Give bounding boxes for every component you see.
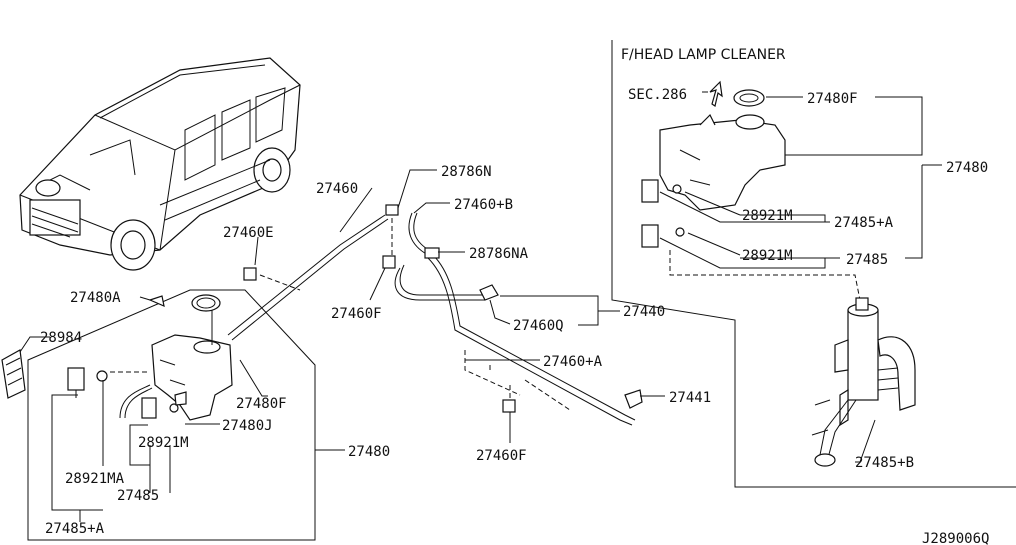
clip-27480j: [174, 391, 187, 406]
nozzle-27441: [624, 389, 643, 409]
label-27480a: 27480A: [70, 290, 121, 306]
label-27480f-left: 27480F: [236, 396, 287, 412]
label-28786na: 28786NA: [469, 246, 529, 262]
label-27460b: 27460+B: [454, 197, 513, 213]
label-28786n: 28786N: [441, 164, 492, 180]
label-sec286: SEC.286: [628, 87, 687, 103]
label-28921ma: 28921MA: [65, 471, 125, 487]
label-27485b: 27485+B: [855, 455, 914, 471]
washer-tank-right: [641, 89, 786, 248]
label-27440: 27440: [623, 304, 665, 320]
headlamp-cleaner-frame: [611, 40, 1016, 488]
label-28921m-r1: 28921M: [742, 208, 793, 224]
label-28984: 28984: [40, 330, 82, 346]
clip-27460f-lower: [502, 399, 516, 413]
label-27480-right: 27480: [946, 160, 988, 176]
label-27480j: 27480J: [222, 418, 273, 434]
label-27460q: 27460Q: [513, 318, 564, 334]
label-28921m-r2: 28921M: [742, 248, 793, 264]
label-27460a: 27460+A: [543, 354, 603, 370]
label-27480f-right: 27480F: [807, 91, 858, 107]
diagram-id: J289006Q: [922, 531, 989, 545]
label-27460f-bot: 27460F: [476, 448, 527, 464]
pump-assembly-27485b: [811, 297, 916, 467]
nozzle-27440: [479, 284, 499, 301]
label-27485-left: 27485: [117, 488, 159, 504]
part-28984: [1, 349, 26, 399]
connector-28786n: [385, 204, 399, 216]
label-27485-right: 27485: [846, 252, 888, 268]
hose-routing: [227, 212, 636, 426]
label-27460f-mid: 27460F: [331, 306, 382, 322]
label-27441: 27441: [669, 390, 711, 406]
label-27485a-right: 27485+A: [834, 215, 894, 231]
leader-lines: [19, 91, 942, 522]
label-27480-left: 27480: [348, 444, 390, 460]
connector-28786na: [424, 247, 440, 259]
clip-27480a: [148, 295, 165, 308]
clip-27460e: [243, 267, 257, 281]
label-27485a-left: 27485+A: [45, 521, 105, 537]
sec-arrow-icon: [709, 80, 723, 107]
clip-27460f: [382, 255, 396, 269]
reservoir-frame: [27, 289, 316, 541]
section-title: F/HEAD LAMP CLEANER: [621, 47, 786, 63]
washer-tank-left: [67, 294, 233, 421]
vehicle-illustration: [19, 57, 301, 271]
label-28921m-left: 28921M: [138, 435, 189, 451]
label-27460-top: 27460: [316, 181, 358, 197]
label-27460e: 27460E: [223, 225, 274, 241]
